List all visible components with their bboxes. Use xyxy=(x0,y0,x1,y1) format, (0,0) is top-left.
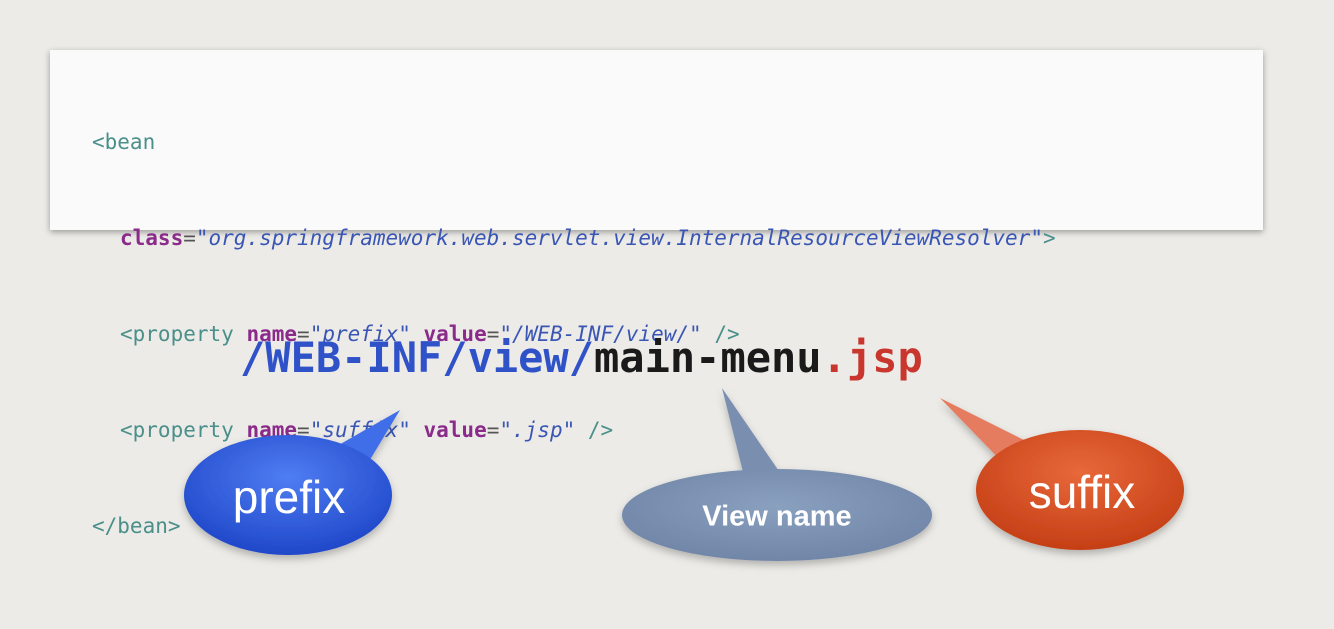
resolved-view-path: /WEB-INF/view/main-menu.jsp xyxy=(240,330,923,386)
code-line-bean-open: <bean xyxy=(92,126,1263,158)
class-attribute: class xyxy=(120,226,184,250)
prefix-value: "/WEB-INF/view/" xyxy=(499,322,702,346)
class-value: "org.springframework.web.servlet.view.In… xyxy=(195,226,1043,250)
prefix-name-value: "prefix" xyxy=(309,322,411,346)
code-snippet: <bean class="org.springframework.web.ser… xyxy=(50,50,1263,538)
code-line-prefix-property: <property name="prefix" value="/WEB-INF/… xyxy=(120,322,740,346)
path-prefix: /WEB-INF/view/ xyxy=(240,333,595,382)
code-line-suffix-property: <property name="suffix" value=".jsp" /> xyxy=(120,418,614,442)
prefix-label: prefix xyxy=(232,471,346,523)
bean-close-tag: </bean> xyxy=(92,514,181,538)
suffix-value: ".jsp" xyxy=(499,418,576,442)
path-view-name: main-menu xyxy=(594,333,822,382)
suffix-label: suffix xyxy=(1028,466,1136,518)
code-line-bean-close: </bean> xyxy=(92,510,1263,542)
suffix-callout xyxy=(940,398,1184,550)
view-name-label: View name xyxy=(702,500,852,533)
path-suffix: .jsp xyxy=(821,333,923,382)
bean-open-tag: <bean xyxy=(92,130,156,154)
code-line-class: class="org.springframework.web.servlet.v… xyxy=(120,226,1056,250)
view-name-callout xyxy=(622,388,932,561)
prefix-callout xyxy=(184,410,400,555)
